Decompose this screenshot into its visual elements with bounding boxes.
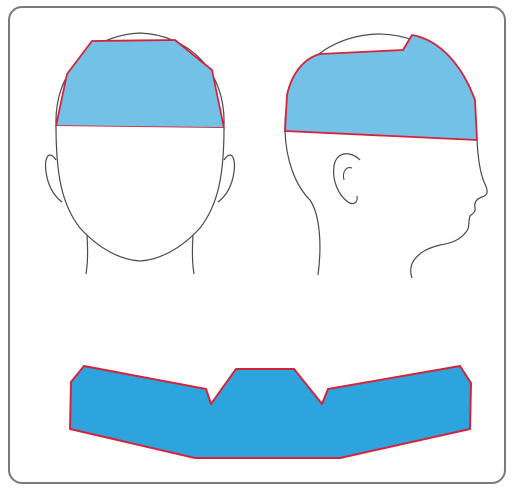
side-ear xyxy=(334,154,360,204)
front-cap-region xyxy=(56,40,224,128)
side-ear-inner xyxy=(343,168,352,180)
flat-cap-pattern xyxy=(70,366,471,458)
side-head-view xyxy=(285,34,487,278)
flat-pattern-shape xyxy=(70,366,471,458)
front-neck-left xyxy=(86,235,88,274)
front-head-view xyxy=(45,33,234,274)
front-neck-right xyxy=(192,235,194,274)
side-cap-region xyxy=(285,35,477,140)
front-face-outline xyxy=(56,126,224,261)
side-face-profile xyxy=(411,140,487,278)
side-back-neck xyxy=(285,131,320,275)
